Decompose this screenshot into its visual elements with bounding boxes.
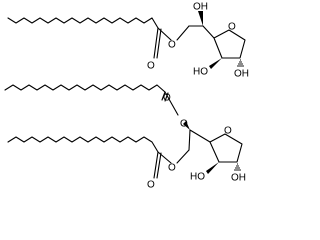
di-ch2-ch <box>188 129 191 151</box>
mono-ester-link <box>157 27 172 41</box>
mono-carbonyl-bond-b <box>156 28 162 59</box>
di-lower-ester-oxygen: O <box>168 163 176 174</box>
di-upper-o-wedge <box>183 121 190 130</box>
di-upper-carbonyl-oxygen: O <box>163 93 171 104</box>
di-ring-ho: HO <box>190 172 205 183</box>
mono-oh-hash <box>237 59 244 67</box>
di-lower-link <box>157 151 172 164</box>
mono-ring-ho: HO <box>193 67 208 78</box>
mono-ring-oxygen: O <box>228 22 236 33</box>
di-upper-carbonyl-a <box>161 91 166 101</box>
di-lower-carbonyl-oxygen: O <box>147 180 155 191</box>
structure-drawing: O O OH O HO OH O O O O O HO OH <box>4 2 249 191</box>
di-lower-chain <box>7 136 159 153</box>
mono-carbonyl-bond-a <box>153 27 159 59</box>
mono-ho-wedge <box>209 58 222 69</box>
mono-alkyl-chain <box>7 17 159 29</box>
di-lower-carbonyl-a <box>153 151 159 179</box>
di-ring-oxygen: O <box>224 126 232 137</box>
di-lower-carbonyl-b <box>156 152 162 179</box>
mono-ester-oxygen: O <box>168 40 176 51</box>
di-oh-hash <box>234 163 241 171</box>
di-o-ch2 <box>176 149 190 164</box>
mono-carbonyl-oxygen: O <box>147 61 155 72</box>
di-upper-chain <box>4 84 166 93</box>
chemical-structure-diagram: O O OH O HO OH O O O O O HO OH <box>4 2 249 191</box>
di-upper-carbonyl-b <box>164 92 169 102</box>
mono-ch-ring <box>202 25 215 39</box>
mono-o-ch2 <box>176 25 190 41</box>
di-upper-link <box>164 91 179 116</box>
mono-side-oh: OH <box>193 2 208 13</box>
di-ring <box>209 133 243 163</box>
di-ring-oh: OH <box>231 173 246 184</box>
di-ch-ring <box>189 129 211 143</box>
mono-ring-oh: OH <box>234 69 249 80</box>
di-ho-wedge <box>206 162 219 174</box>
mono-ring <box>213 29 246 59</box>
mono-side-wedge <box>198 11 203 26</box>
